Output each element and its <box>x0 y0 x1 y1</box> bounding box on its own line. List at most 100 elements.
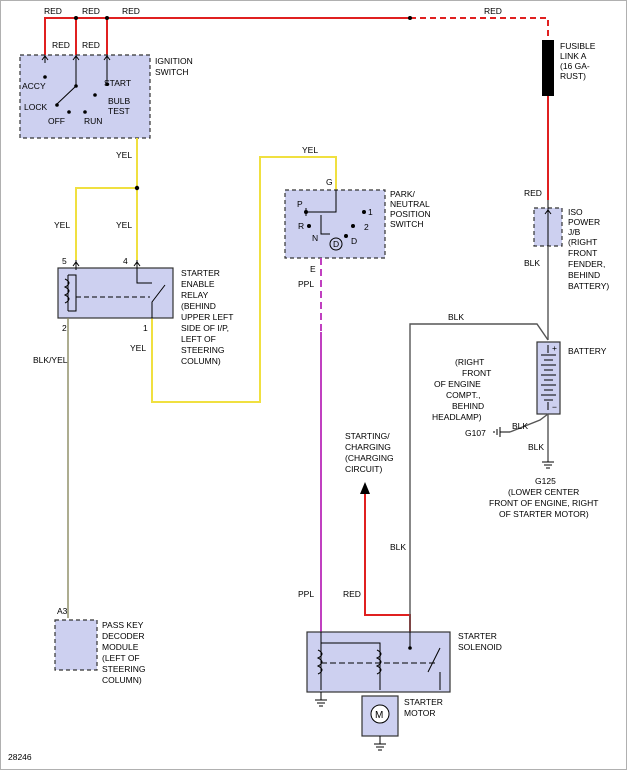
relay-label: ENABLE <box>181 279 215 289</box>
pass-key-label: STEERING <box>102 664 145 674</box>
pn-r: R <box>298 221 304 231</box>
g107-label: BEHIND <box>452 401 484 411</box>
pass-key-label: PASS KEY <box>102 620 144 630</box>
relay-pin-2: 2 <box>62 323 67 333</box>
pn-p: P <box>297 199 303 209</box>
ignition-start: START <box>104 78 131 88</box>
wire-label: RED <box>484 6 502 16</box>
relay-label: (BEHIND <box>181 301 216 311</box>
park-neutral-switch <box>284 189 386 259</box>
relay-label: STEERING <box>181 345 224 355</box>
blk-wire-solenoid <box>409 323 549 632</box>
wire-label: YEL <box>302 145 318 155</box>
pass-key-label: DECODER <box>102 631 145 641</box>
red-wires <box>44 17 549 632</box>
pn-d: D <box>351 236 357 246</box>
pass-key-label: COLUMN) <box>102 675 142 685</box>
g125-name: G125 <box>535 476 556 486</box>
ignition-run: RUN <box>84 116 102 126</box>
battery-minus: − <box>552 402 557 412</box>
wire-label: BLK/YEL <box>33 355 68 365</box>
starter-solenoid <box>306 631 451 693</box>
wire-label: PPL <box>298 589 314 599</box>
relay-label: UPPER LEFT <box>181 312 233 322</box>
ignition-switch <box>19 54 151 139</box>
iso-label: (RIGHT <box>568 237 597 247</box>
iso-label: POWER <box>568 217 600 227</box>
relay-label: LEFT OF <box>181 334 216 344</box>
fusible-label: LINK A <box>560 51 587 61</box>
wire-label: RED <box>44 6 62 16</box>
pn-1: 1 <box>368 207 373 217</box>
wire-label: RED <box>52 40 70 50</box>
solenoid-label: STARTER <box>458 631 497 641</box>
red-wire-solenoid <box>364 490 411 632</box>
ignition-title-1: IGNITION <box>155 56 193 66</box>
ignition-test: TEST <box>108 106 130 116</box>
red-wire-top <box>44 17 410 55</box>
starter-enable-relay <box>57 267 174 319</box>
wire-label: BLK <box>390 542 406 552</box>
pn-d-circle: D <box>333 239 339 249</box>
pn-2: 2 <box>364 222 369 232</box>
wire-label: YEL <box>116 220 132 230</box>
wire-label: YEL <box>116 150 132 160</box>
wire-label: PPL <box>298 279 314 289</box>
wire-label: BLK <box>528 442 544 452</box>
g107-label: HEADLAMP) <box>432 412 482 422</box>
ground-g125-icon <box>542 461 554 469</box>
g107-label: OF ENGINE <box>434 379 481 389</box>
ground-g107-icon <box>493 427 510 437</box>
pn-label: NEUTRAL <box>390 199 430 209</box>
iso-label: ISO <box>568 207 583 217</box>
wire-label: YEL <box>130 343 146 353</box>
wire-label: RED <box>524 188 542 198</box>
fusible-label: (16 GA- <box>560 61 590 71</box>
pass-key-pin: A3 <box>57 606 68 616</box>
motor-label: MOTOR <box>404 708 435 718</box>
pass-key-decoder <box>54 619 98 671</box>
g125-label: FRONT OF ENGINE, RIGHT <box>489 498 598 508</box>
wire-label: RED <box>343 589 361 599</box>
starting-label: CIRCUIT) <box>345 464 382 474</box>
wire-label: BLK <box>448 312 464 322</box>
relay-label: SIDE OF I/P, <box>181 323 229 333</box>
g107-label: (RIGHT <box>455 357 484 367</box>
ignition-title-2: SWITCH <box>155 67 189 77</box>
pass-key-label: (LEFT OF <box>102 653 140 663</box>
wire-label: RED <box>82 40 100 50</box>
wire-label: YEL <box>54 220 70 230</box>
wire-label: RED <box>82 6 100 16</box>
g107-name: G107 <box>465 428 486 438</box>
yel-wire-left <box>75 187 137 260</box>
arrow-up-icon <box>360 482 370 494</box>
pn-n: N <box>312 233 318 243</box>
g107-label: FRONT <box>462 368 491 378</box>
solenoid-label: SOLENOID <box>458 642 502 652</box>
relay-pin-5: 5 <box>62 256 67 266</box>
iso-label: FRONT <box>568 248 597 258</box>
starting-label: CHARGING <box>345 442 391 452</box>
starting-label: STARTING/ <box>345 431 390 441</box>
relay-label: COLUMN) <box>181 356 221 366</box>
red-wire-top-right <box>410 17 549 40</box>
pn-pin-g: G <box>326 177 333 187</box>
pn-pin-e: E <box>310 264 316 274</box>
figure-id: 28246 <box>8 752 32 762</box>
relay-label: STARTER <box>181 268 220 278</box>
ignition-lock: LOCK <box>24 102 47 112</box>
wire-label: RED <box>122 6 140 16</box>
wire-label: BLK <box>524 258 540 268</box>
pn-label: SWITCH <box>390 219 424 229</box>
wire-label: BLK <box>512 421 528 431</box>
relay-label: RELAY <box>181 290 209 300</box>
pn-label: POSITION <box>390 209 431 219</box>
fusible-label: FUSIBLE <box>560 41 596 51</box>
fusible-label: RUST) <box>560 71 586 81</box>
ignition-accy: ACCY <box>22 81 46 91</box>
pass-key-label: MODULE <box>102 642 139 652</box>
iso-label: BEHIND <box>568 270 600 280</box>
ignition-bulb: BULB <box>108 96 131 106</box>
battery-plus: + <box>552 343 557 353</box>
